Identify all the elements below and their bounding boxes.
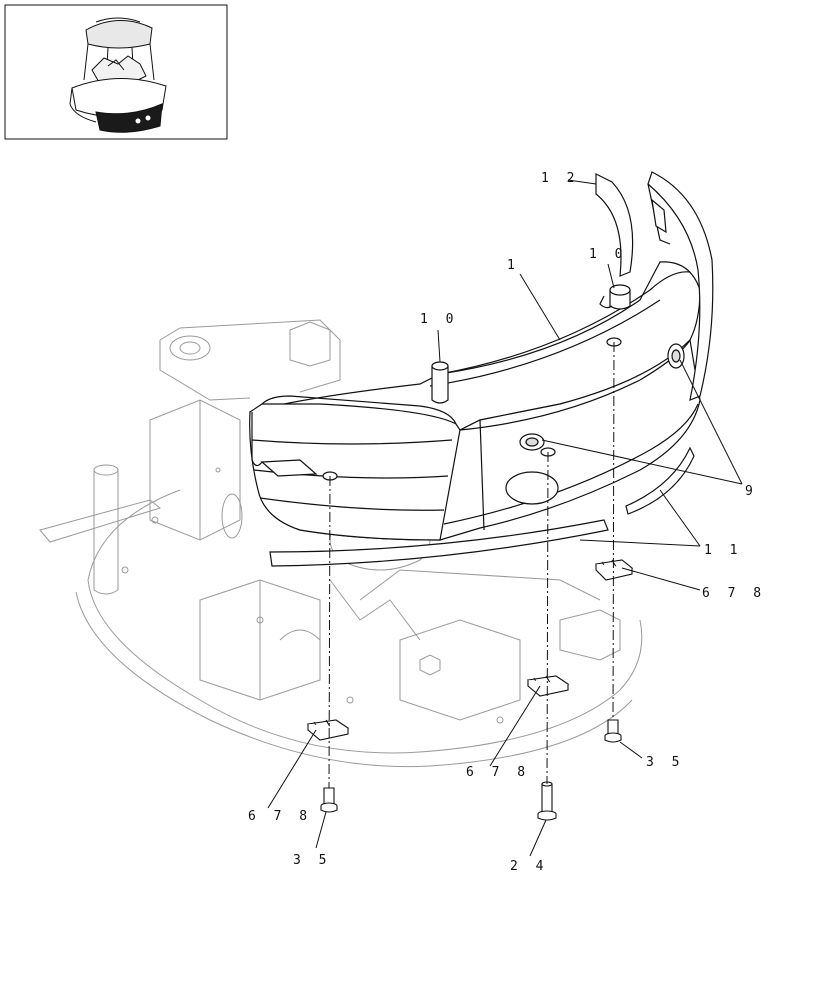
callout-12: 1 2 (541, 171, 580, 186)
shim-plates (306, 559, 634, 741)
callout-10-left: 1 0 (420, 312, 459, 327)
lifting-eye-caps (431, 284, 631, 404)
excavator-thumbnail-icon (69, 17, 167, 133)
rubber-strips (269, 446, 695, 567)
callout-11: 1 1 (704, 543, 743, 558)
callout-24: 2 4 (510, 859, 549, 874)
callout-35-right: 3 5 (646, 755, 685, 770)
tail-guard-strip (595, 171, 714, 401)
assembly-centerlines (328, 341, 615, 789)
counterweight-part (249, 261, 701, 541)
upper-frame-background (39, 319, 643, 768)
leader-lines (267, 179, 743, 857)
callout-10-right: 1 0 (589, 247, 628, 262)
callout-35-left: 3 5 (293, 853, 332, 868)
callout-1: 1 (507, 258, 520, 273)
callout-678-right: 6 7 8 (702, 586, 767, 601)
callout-678-left: 6 7 8 (248, 809, 313, 824)
callout-678-middle: 6 7 8 (466, 765, 531, 780)
locator-thumbnail (4, 4, 228, 140)
callout-9: 9 (745, 484, 758, 499)
